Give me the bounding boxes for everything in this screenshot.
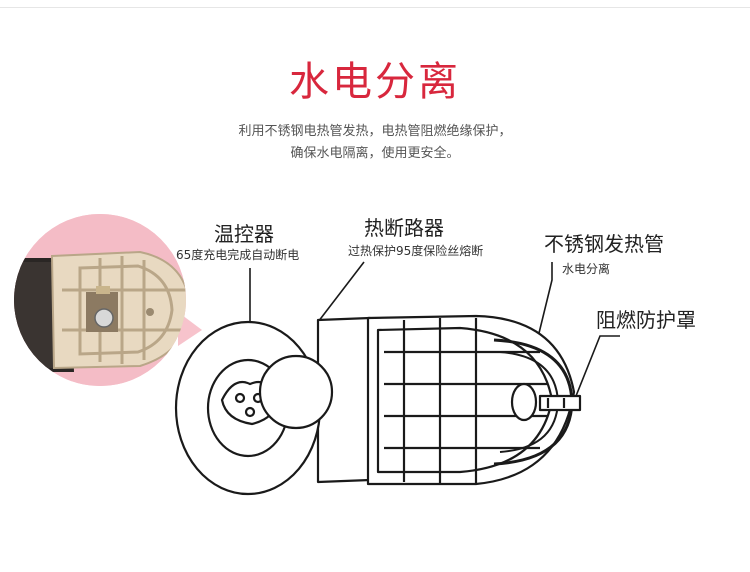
- thermostat-note: 65度充电完成自动断电: [176, 248, 300, 262]
- description-line-1: 利用不锈钢电热管发热，电热管阻燃绝缘保护，: [238, 124, 512, 139]
- top-divider: [0, 7, 750, 8]
- description: 利用不锈钢电热管发热，电热管阻燃绝缘保护， 确保水电隔离，使用更安全。: [0, 121, 750, 165]
- thermostat-label: 温控器: [214, 222, 274, 246]
- page-title: 水电分离: [289, 59, 461, 105]
- heating-tube-label: 不锈钢发热管: [544, 232, 664, 256]
- heater-outline: [174, 314, 582, 496]
- thermostat-closeup-photo: [14, 214, 202, 386]
- heating-tube-note: 水电分离: [562, 262, 611, 276]
- cover-label: 阻燃防护罩: [596, 308, 696, 332]
- fuse-note: 过热保护95度保险丝熔断: [348, 244, 484, 258]
- description-line-2: 确保水电隔离，使用更安全。: [290, 146, 460, 161]
- fuse-label: 热断路器: [364, 216, 444, 240]
